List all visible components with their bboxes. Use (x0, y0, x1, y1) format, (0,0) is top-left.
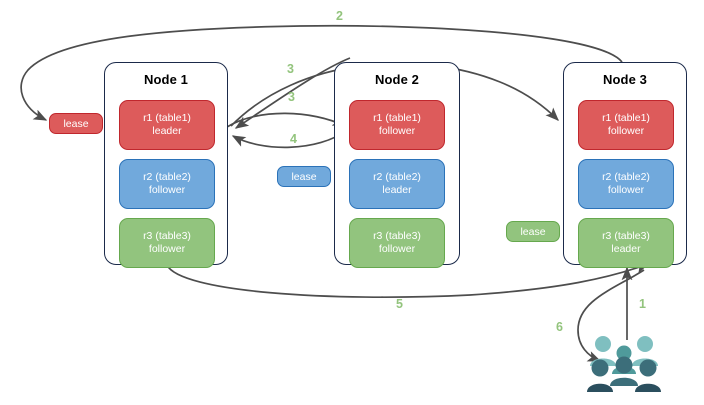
replica-name: r3 (table3) (602, 230, 650, 242)
step-label-1: 1 (639, 297, 646, 311)
node-title: Node 1 (144, 72, 188, 87)
replica-node1-r2[interactable]: r2 (table2) follower (119, 159, 215, 209)
replica-node1-r1[interactable]: r1 (table1) leader (119, 100, 215, 150)
replica-name: r1 (table1) (143, 112, 191, 124)
replica-node2-r2[interactable]: r2 (table2) leader (349, 159, 445, 209)
replica-role: leader (382, 184, 412, 196)
replica-name: r2 (table2) (143, 171, 191, 183)
replica-name: r3 (table3) (143, 230, 191, 242)
step-label-2: 2 (336, 9, 343, 23)
replica-node2-r1[interactable]: r1 (table1) follower (349, 100, 445, 150)
replica-role: leader (152, 125, 182, 137)
replica-name: r2 (table2) (602, 171, 650, 183)
replica-node2-r3[interactable]: r3 (table3) follower (349, 218, 445, 268)
replica-role: follower (148, 243, 186, 255)
client-users-group[interactable] (586, 334, 662, 396)
node-title: Node 3 (603, 72, 647, 87)
arrow-step-2 (20, 24, 623, 121)
replica-role: follower (607, 184, 645, 196)
node-card-node1[interactable]: Node 1 r1 (table1) leader r2 (table2) fo… (104, 62, 228, 268)
replica-name: r2 (table2) (373, 171, 421, 183)
replica-name: r1 (table1) (373, 112, 421, 124)
step-label-3-lower: 3 (288, 90, 295, 104)
lease-badge-r1[interactable]: lease (49, 113, 103, 134)
people-group-icon (587, 336, 661, 392)
lease-badge-r3[interactable]: lease (506, 221, 560, 242)
arrow-step-3-lower (226, 112, 347, 128)
replica-node3-r1[interactable]: r1 (table1) follower (578, 100, 674, 150)
arrow-step-5 (166, 263, 650, 298)
step-label-6: 6 (556, 320, 563, 334)
replica-role: follower (378, 243, 416, 255)
replica-role: follower (148, 184, 186, 196)
replica-role: leader (611, 243, 641, 255)
step-label-4: 4 (290, 132, 297, 146)
node-title: Node 2 (375, 72, 419, 87)
replica-node1-r3[interactable]: r3 (table3) follower (119, 218, 215, 268)
step-label-3-upper: 3 (287, 62, 294, 76)
replica-role: follower (607, 125, 645, 137)
step-label-5: 5 (396, 297, 403, 311)
replica-role: follower (378, 125, 416, 137)
node-card-node2[interactable]: Node 2 r1 (table1) follower r2 (table2) … (334, 62, 460, 268)
lease-badge-r2[interactable]: lease (277, 166, 331, 187)
replica-name: r1 (table1) (602, 112, 650, 124)
node-card-node3[interactable]: Node 3 r1 (table1) follower r2 (table2) … (563, 62, 687, 268)
replica-name: r3 (table3) (373, 230, 421, 242)
replica-node3-r3[interactable]: r3 (table3) leader (578, 218, 674, 268)
arrow-step-6 (577, 269, 645, 362)
replica-node3-r2[interactable]: r2 (table2) follower (578, 159, 674, 209)
